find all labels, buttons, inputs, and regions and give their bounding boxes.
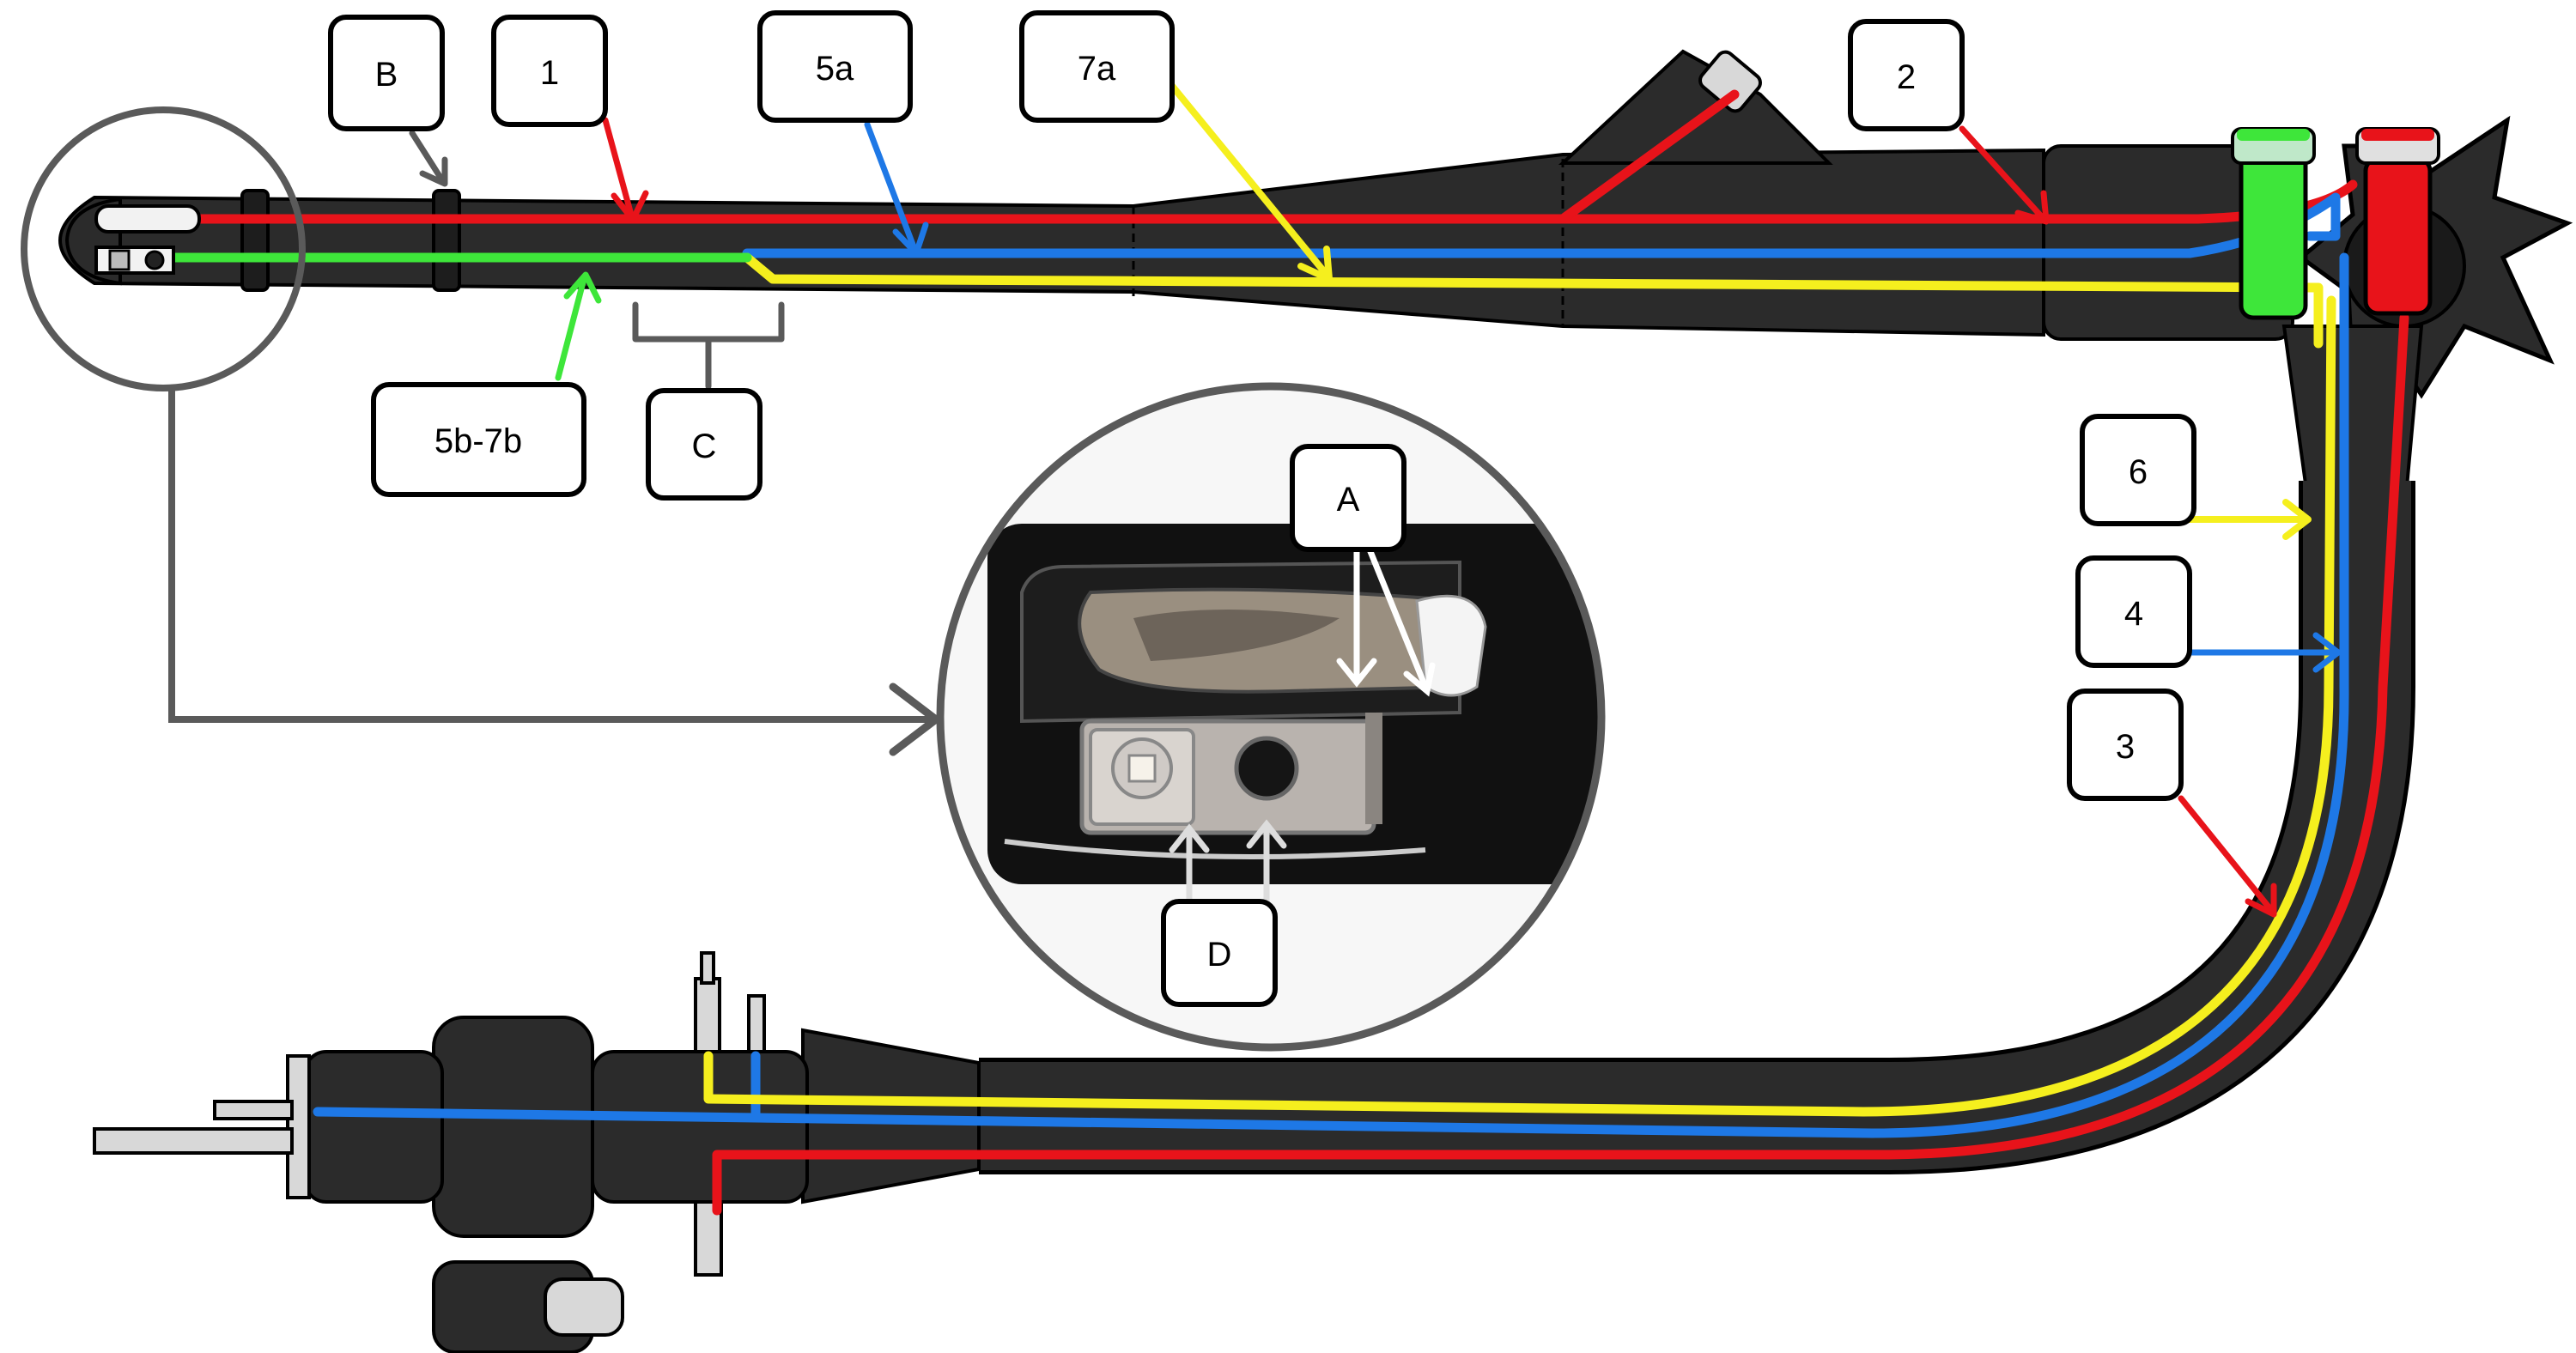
arrow-5b7b bbox=[555, 276, 587, 381]
channels bbox=[154, 89, 2409, 1216]
electrical-connector-cap bbox=[544, 1277, 624, 1337]
suction-valve-cap-top bbox=[2361, 129, 2434, 141]
channel-red-cord bbox=[712, 312, 2409, 1216]
label-1: 1 bbox=[491, 15, 608, 127]
tip-light-guide bbox=[108, 249, 131, 271]
channel-yellow-cord bbox=[703, 295, 2336, 1117]
label-2-text: 2 bbox=[1897, 58, 1916, 96]
connector-collar bbox=[432, 1016, 594, 1238]
bending-band-2 bbox=[432, 189, 461, 292]
label-4: 4 bbox=[2075, 555, 2192, 668]
label-4-text: 4 bbox=[2124, 595, 2143, 633]
bracket-C bbox=[632, 301, 785, 390]
label-3: 3 bbox=[2067, 689, 2184, 801]
zoom-source-circle bbox=[21, 106, 306, 391]
label-boxes: B 1 5a 7a 2 5b-7b C A bbox=[328, 10, 2196, 1007]
suction-valve bbox=[2363, 156, 2433, 316]
zoom-callout bbox=[21, 106, 1606, 1052]
insertion-tube bbox=[58, 148, 2045, 337]
label-5b7b: 5b-7b bbox=[371, 382, 586, 497]
label-1-text: 1 bbox=[540, 54, 559, 92]
label-3-text: 3 bbox=[2116, 728, 2135, 766]
water-nipple bbox=[747, 994, 766, 1053]
label-D-text: D bbox=[1207, 936, 1232, 974]
arrows-D bbox=[1169, 819, 1287, 905]
label-7a-text: 7a bbox=[1078, 50, 1116, 88]
channel-yellow-upper bbox=[742, 252, 2324, 349]
biopsy-port bbox=[1558, 49, 1833, 165]
air-nipple-tip bbox=[700, 951, 715, 985]
tip-details bbox=[94, 204, 201, 275]
light-guide-pin bbox=[213, 1100, 294, 1120]
connector-front bbox=[303, 1050, 444, 1204]
label-6-text: 6 bbox=[2129, 453, 2148, 491]
label-B-text: B bbox=[375, 56, 398, 94]
valves bbox=[2231, 127, 2440, 320]
biopsy-port-cap bbox=[1698, 50, 1762, 113]
channel-red-biopsy bbox=[1558, 89, 1740, 224]
label-B: B bbox=[328, 15, 445, 131]
zoom-circle bbox=[936, 382, 1606, 1052]
zoom-connector-line bbox=[168, 388, 932, 723]
tip-objective bbox=[144, 250, 165, 270]
label-A-text: A bbox=[1337, 481, 1360, 519]
arrow-7a bbox=[1169, 82, 1330, 278]
air-water-valve bbox=[2239, 148, 2308, 320]
label-5a-text: 5a bbox=[816, 50, 854, 88]
pointer-arrows bbox=[409, 82, 2342, 918]
zoom-arrowhead bbox=[889, 683, 943, 756]
arrows-A bbox=[1336, 546, 1436, 697]
objective-lens bbox=[1234, 736, 1299, 801]
tip-elevator bbox=[94, 204, 201, 234]
label-2: 2 bbox=[1848, 19, 1965, 131]
arrow-1 bbox=[602, 117, 635, 218]
arrow-2 bbox=[1959, 125, 2047, 222]
channel-blue-cord bbox=[313, 252, 2349, 1138]
label-5b7b-text: 5b-7b bbox=[434, 422, 522, 460]
label-A: A bbox=[1290, 444, 1406, 552]
connector-body bbox=[591, 1050, 809, 1204]
label-D: D bbox=[1161, 899, 1278, 1007]
arrow-5a bbox=[864, 121, 918, 252]
light-guide-prong bbox=[93, 1127, 294, 1155]
arrow-B bbox=[409, 130, 446, 184]
label-C-text: C bbox=[692, 428, 717, 465]
connector-plate bbox=[286, 1054, 311, 1199]
air-nipple bbox=[694, 977, 721, 1053]
arrow-3 bbox=[2178, 795, 2275, 913]
label-5a: 5a bbox=[757, 10, 913, 123]
label-7a: 7a bbox=[1019, 10, 1175, 123]
label-6: 6 bbox=[2080, 414, 2196, 526]
bending-band-1 bbox=[240, 189, 270, 292]
magnified-tip-photo bbox=[940, 386, 1601, 1047]
label-C: C bbox=[646, 388, 762, 501]
air-water-valve-cap-top bbox=[2237, 129, 2310, 141]
